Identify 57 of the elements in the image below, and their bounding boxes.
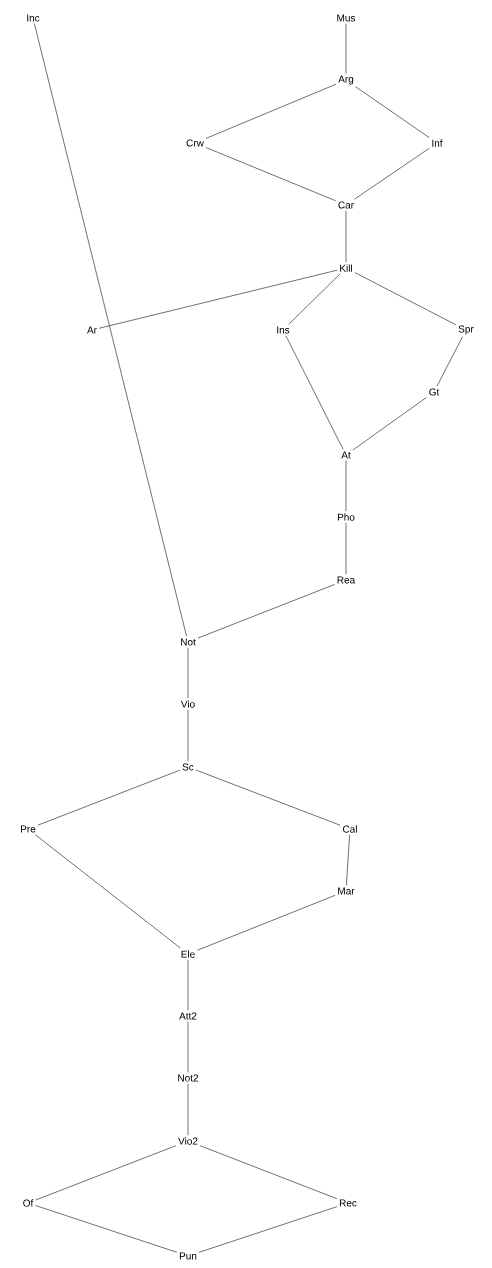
node-label: Att2 <box>179 1012 197 1020</box>
node-label: At <box>341 451 351 459</box>
connector-line <box>187 959 189 1011</box>
node-label: Not <box>181 638 196 646</box>
connector-line <box>187 1021 189 1073</box>
connector-line <box>354 147 430 200</box>
node-label: Vio <box>180 700 195 708</box>
connector-line <box>35 1205 178 1253</box>
connector-line <box>34 834 181 949</box>
connector-line <box>436 336 463 387</box>
connector-line <box>198 1206 338 1253</box>
node-label: Inc <box>27 14 40 22</box>
node-label: Rec <box>339 1199 357 1207</box>
connector-line <box>199 1145 338 1200</box>
node-label: Not2 <box>178 1074 199 1082</box>
node-label: Arg <box>338 75 354 85</box>
node-label: Cal <box>343 825 357 833</box>
node-label: Pun <box>179 1252 197 1260</box>
node-label: Car <box>338 201 354 209</box>
node-label: Crw <box>186 139 204 147</box>
connector-line <box>285 335 344 450</box>
connector-line <box>187 647 189 699</box>
connector-line <box>345 460 347 512</box>
node-label: Mar <box>338 887 355 895</box>
connector-line <box>195 769 341 826</box>
connector-line <box>205 147 337 202</box>
connector-line <box>37 769 181 826</box>
node-label: Ar <box>87 326 97 334</box>
connector-line <box>345 522 347 575</box>
connector-line <box>35 1145 177 1201</box>
node-label: Spr <box>458 325 474 335</box>
connector-line <box>355 86 430 138</box>
node-label: Ins <box>277 326 290 334</box>
connector-line <box>34 23 187 637</box>
node-label: Pho <box>337 513 355 521</box>
connector-line <box>354 272 457 326</box>
connector-line <box>187 709 189 762</box>
node-label: Of <box>23 1199 34 1207</box>
connector-line <box>197 584 335 639</box>
node-label: Vio2 <box>178 1137 198 1145</box>
connector-line <box>187 1083 189 1136</box>
node-label: Mus <box>337 14 356 22</box>
node-label: Rea <box>337 576 356 584</box>
connector-line <box>98 269 338 329</box>
node-label: Sc <box>182 763 194 771</box>
connector-line <box>288 273 341 325</box>
node-label: Inf <box>432 139 443 147</box>
connector-line <box>205 83 337 139</box>
connector-line <box>197 894 336 951</box>
connector-line <box>345 210 347 263</box>
node-label: Gt <box>429 388 440 396</box>
node-label: Kill <box>340 264 352 272</box>
node-label: Pre <box>21 825 36 833</box>
connector-line <box>345 23 347 74</box>
connector-line <box>346 834 350 886</box>
connector-line <box>352 397 427 451</box>
node-label: Ele <box>181 950 195 958</box>
